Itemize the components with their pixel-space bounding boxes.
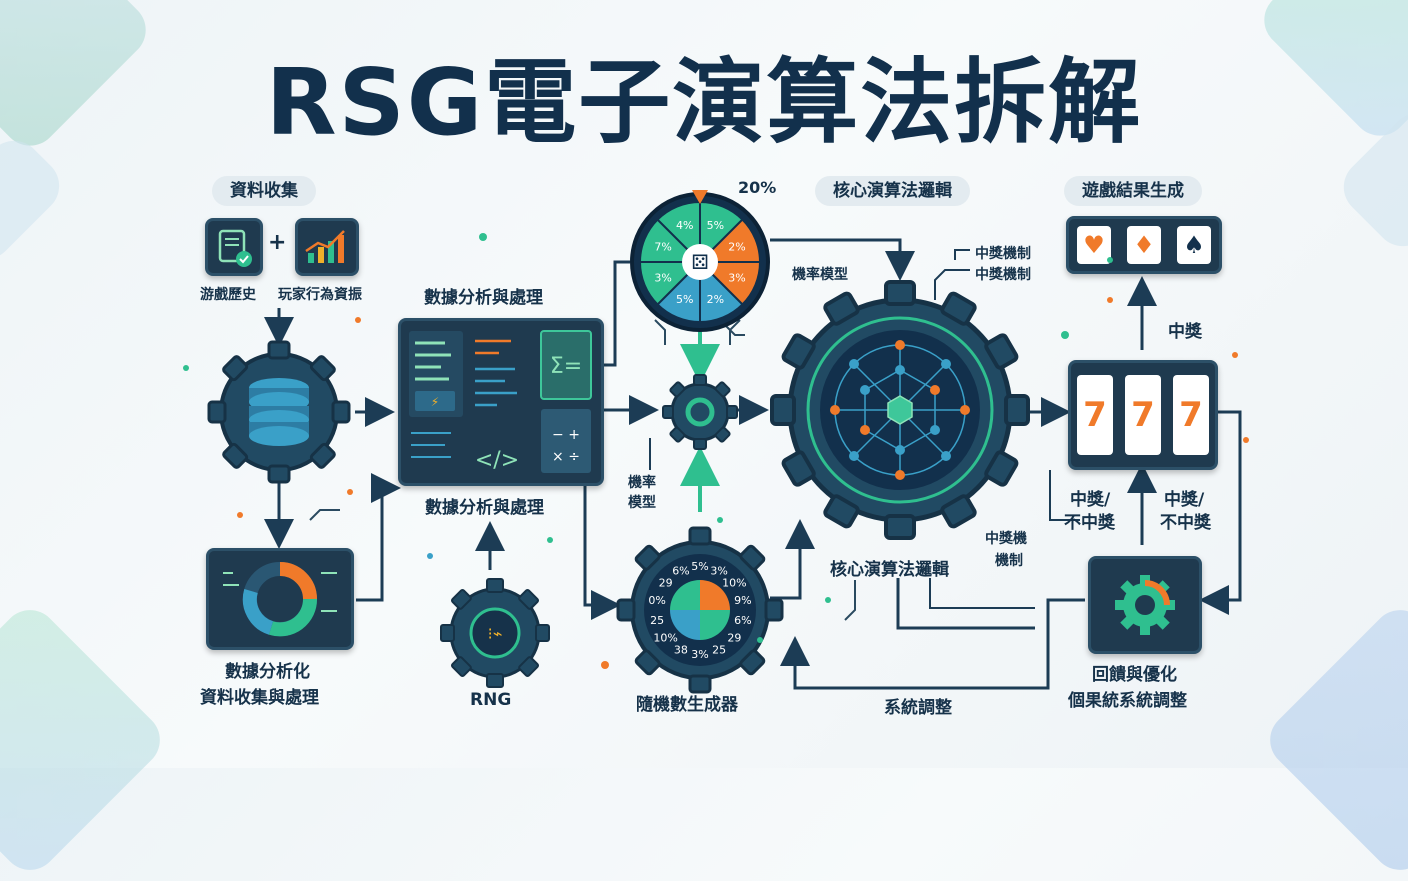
win-mechanism-small-2: 機制 [995, 553, 1023, 569]
rng-number: 5% [691, 560, 708, 573]
analysis-title-bottom: 數據分析與處理 [425, 498, 544, 518]
prob-model-left-2: 模型 [628, 495, 656, 511]
plus-sign: + [268, 230, 287, 255]
wheel-slice-label: 3% [654, 271, 671, 284]
rng-number: 9% [734, 594, 751, 607]
analysis-title-top: 數據分析與處理 [424, 288, 543, 308]
rng-number: 10% [653, 631, 677, 644]
card-suit-icon: ♥ [1077, 226, 1111, 264]
wheel-slice-label: 5% [707, 219, 724, 232]
chart-growth-icon [295, 218, 359, 276]
wheel-slice-label: 2% [728, 241, 745, 254]
section-result-generation: 遊戲結果生成 [1064, 176, 1202, 206]
win-mechanism-1: 中獎機制 [975, 246, 1031, 262]
donut-chart-icon [206, 548, 354, 650]
svg-text:Σ=: Σ= [550, 354, 582, 379]
probability-wheel: 5% 2% 3% 2% 5% 3% 7% 4% ⚄ [630, 190, 770, 332]
rng-number: 29 [727, 631, 741, 644]
rng-generator-label: 隨機數生成器 [636, 695, 738, 715]
prob-model-left-1: 機率 [628, 475, 656, 491]
gear-icon [662, 374, 738, 450]
rng-number: 25 [712, 644, 726, 657]
wheel-slice-label: 7% [654, 241, 671, 254]
win-lose-right-2: 不中獎 [1160, 513, 1211, 533]
win-lose-left-2: 不中獎 [1064, 513, 1115, 533]
rng-number: 25 [650, 614, 664, 627]
player-data-label: 玩家行為資振 [278, 287, 362, 303]
flow-connectors [264, 238, 1242, 690]
win-lose-left-1: 中獎/ [1070, 490, 1111, 510]
gear-optimize-icon [1088, 556, 1202, 654]
system-adjust-label: 系統調整 [884, 698, 952, 718]
slot-reel: 7 [1173, 375, 1209, 455]
rng-number: 6% [734, 614, 751, 627]
wheel-slice-label: 5% [676, 293, 693, 306]
rng-number: 6% [672, 564, 689, 577]
svg-text:× ÷: × ÷ [552, 449, 580, 465]
wheel-slice-label: 3% [728, 271, 745, 284]
feedback-label-1: 回饋與優化 [1092, 665, 1177, 685]
analytics-label-line1: 數據分析化 [225, 662, 310, 682]
rng-number: 3% [710, 564, 727, 577]
section-core-logic: 核心演算法邏輯 [815, 176, 970, 206]
card-suit-icon: ♠ [1177, 226, 1211, 264]
svg-text:− +: − + [552, 427, 580, 443]
network-cube-icon [770, 280, 1030, 540]
rng-gear-icon: ⁝⌁ [440, 578, 550, 688]
rng-number: 0% [648, 594, 665, 607]
win-lose-right-1: 中獎/ [1164, 490, 1205, 510]
card-suit-icon: ♦ [1127, 226, 1161, 264]
calendar-check-icon [205, 218, 263, 276]
rng-number: 10% [722, 577, 746, 590]
svg-text:⚡: ⚡ [431, 395, 439, 409]
slot-reel: 7 [1125, 375, 1161, 455]
win-mechanism-small-1: 中獎機 [985, 531, 1027, 547]
wheel-slice-label: 2% [707, 293, 724, 306]
percent-label: 20% [738, 178, 777, 197]
svg-text:</>: </> [475, 448, 519, 473]
wheel-slice-label: 4% [676, 219, 693, 232]
svg-text:⁝⌁: ⁝⌁ [488, 624, 503, 643]
rng-number: 29 [659, 577, 673, 590]
analytics-label-line2: 資料收集與處理 [200, 688, 319, 708]
feedback-label-2: 個果統系統調整 [1068, 691, 1187, 711]
database-icon [207, 340, 351, 484]
core-logic-label: 核心演算法邏輯 [830, 560, 949, 580]
code-panel-icon: ⚡ Σ= − + × ÷ </> [398, 318, 604, 486]
rng-number: 3% [691, 648, 708, 661]
card-suits-panel: ♥ ♦ ♠ [1066, 216, 1222, 274]
section-data-collection: 資料收集 [212, 176, 316, 206]
game-history-label: 游戲歷史 [200, 287, 256, 303]
slot-reel: 7 [1077, 375, 1113, 455]
prob-model-top-label: 機率模型 [792, 267, 848, 283]
win-mechanism-2: 中獎機制 [975, 267, 1031, 283]
svg-text:⚄: ⚄ [691, 250, 708, 274]
win-label: 中獎 [1168, 322, 1202, 342]
page-title: RSG電子演算法拆解 [265, 49, 1143, 156]
rng-label: RNG [470, 690, 512, 710]
rng-number: 38 [674, 644, 688, 657]
